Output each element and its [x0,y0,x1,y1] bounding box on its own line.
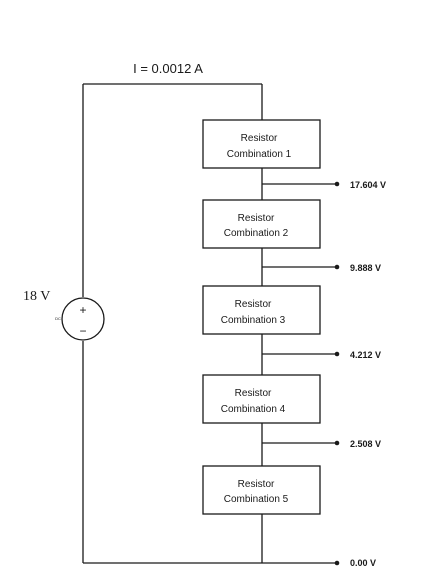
resistor-combination-5: Resistor Combination 5 [202,465,321,515]
source-minus-sign: − [79,324,86,338]
node-tap-2: 9.888 V [262,263,381,273]
resistor-combination-1: Resistor Combination 1 [202,119,321,169]
node-tap-4: 2.508 V [262,439,381,449]
node-tap-5: 0.00 V [262,558,376,568]
resistor-label-line1: Resistor [241,133,278,144]
source-plus-sign: + [79,303,86,317]
resistor-label-line1: Resistor [238,213,275,224]
voltage-source: + − DC [55,297,105,341]
node-voltage-label: 2.508 V [350,439,381,449]
node-dot [334,351,340,357]
resistor-label-line1: Resistor [238,479,275,490]
current-label: I = 0.0012 A [133,61,203,76]
resistor-label-line2: Combination 1 [227,149,292,160]
node-voltage-label: 0.00 V [350,558,376,568]
resistor-label-line2: Combination 3 [221,315,286,326]
resistor-label-line2: Combination 5 [224,494,289,505]
resistor-label-line2: Combination 4 [221,404,286,415]
resistor-combination-4: Resistor Combination 4 [202,374,321,424]
resistor-label-line2: Combination 2 [224,228,289,239]
node-tap-3: 4.212 V [262,350,381,360]
node-voltage-label: 9.888 V [350,263,381,273]
node-voltage-label: 17.604 V [350,180,386,190]
resistor-combination-2: Resistor Combination 2 [202,199,321,249]
resistor-combination-3: Resistor Combination 3 [202,285,321,335]
voltage-source-symbol [61,297,105,341]
node-dot [334,181,340,187]
source-dc-label: DC [55,316,61,321]
node-voltage-label: 4.212 V [350,350,381,360]
resistor-label-line1: Resistor [235,388,272,399]
node-dot [334,560,340,566]
node-tap-1: 17.604 V [262,180,386,190]
node-dot [334,440,340,446]
source-voltage-label: 18 V [23,289,50,304]
node-dot [334,264,340,270]
resistor-label-line1: Resistor [235,299,272,310]
